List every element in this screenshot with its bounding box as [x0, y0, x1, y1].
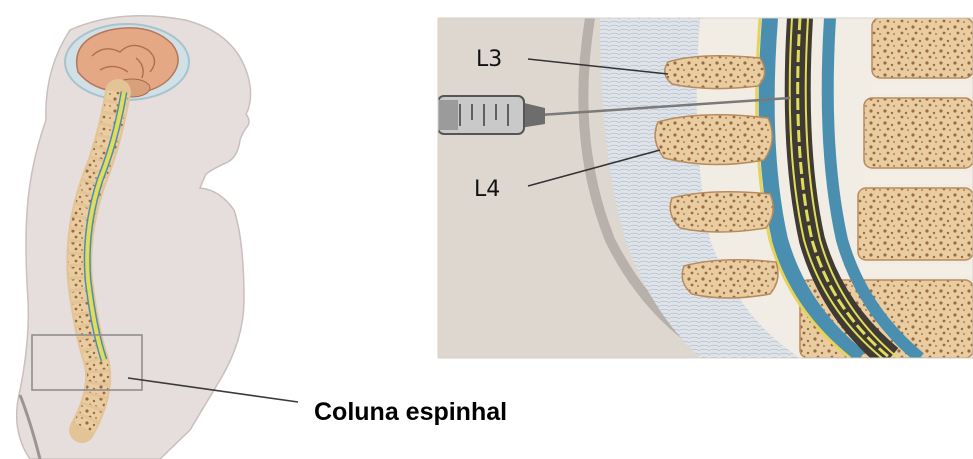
lumbar-puncture-inset: L3 L4 [438, 18, 973, 358]
l4-label: L4 [474, 177, 500, 202]
caption-label: Coluna espinhal [314, 398, 507, 426]
l3-label: L3 [476, 47, 502, 72]
